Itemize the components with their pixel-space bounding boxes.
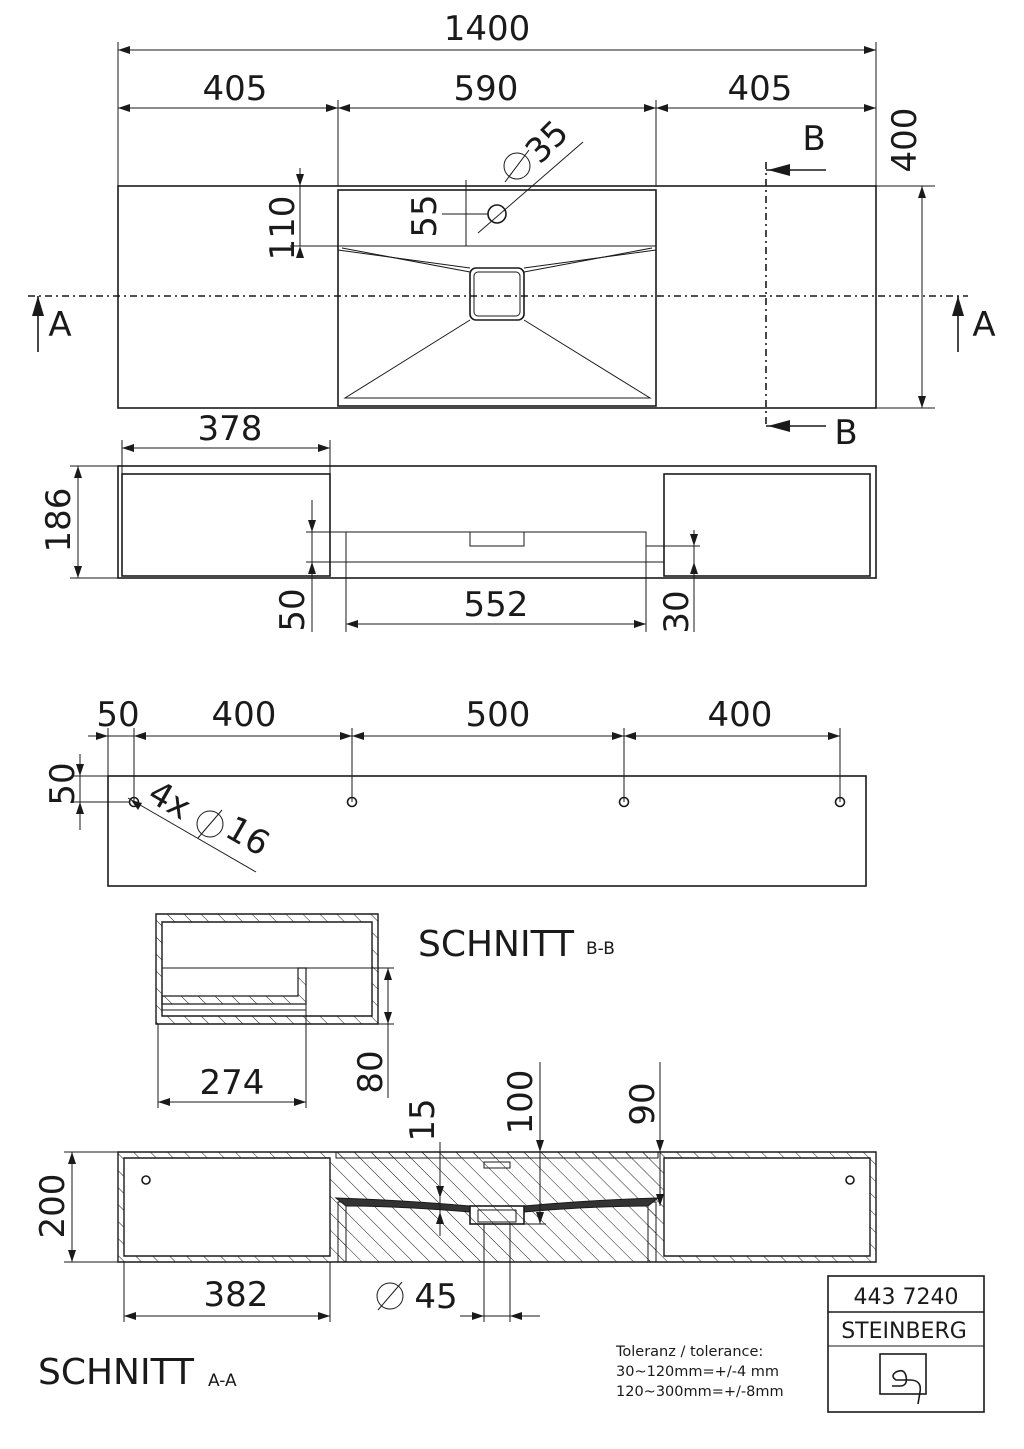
section-aa-title: SCHNITT: [38, 1352, 195, 1393]
title-block: 443 7240 STEINBERG: [827, 1275, 985, 1413]
dim-spacing-1: 400: [212, 695, 277, 735]
dim-aa-height: 200: [33, 1174, 73, 1239]
dim-aa-compartment: 382: [204, 1275, 269, 1315]
section-a-right: A: [972, 305, 995, 345]
dim-left-width: 405: [203, 69, 268, 109]
section-a-left: A: [48, 305, 71, 345]
tolerance-line-2: 120~300mm=+/-8mm: [616, 1384, 784, 1400]
dim-tap-offset: 55: [405, 194, 445, 237]
dim-15: 15: [403, 1098, 443, 1141]
dim-basin-floor: 50: [273, 588, 313, 631]
dim-spacing-3: 400: [708, 695, 773, 735]
brand-logo-icon: [879, 1353, 927, 1405]
section-aa-suffix: A-A: [208, 1371, 237, 1391]
dim-tap-hole: 35: [518, 113, 577, 172]
dim-depth: 400: [885, 108, 925, 173]
dim-90: 90: [623, 1082, 663, 1125]
dim-bb-height: 80: [351, 1050, 391, 1093]
brand-name: STEINBERG: [841, 1319, 967, 1344]
tolerance-heading: Toleranz / tolerance:: [615, 1344, 763, 1360]
section-bb-suffix: B-B: [586, 939, 615, 959]
section-bb: SCHNITT B-B 274 80: [155, 913, 615, 1108]
dim-bb-inner: 274: [200, 1063, 265, 1103]
dim-spacing-2: 500: [466, 695, 531, 735]
section-aa: 200 382 45 15 100 90 SCHNITT A-: [33, 1062, 877, 1393]
dim-edge-x: 50: [96, 695, 139, 735]
mounting-view: 50 400 500 400 50 4x 16: [43, 695, 867, 887]
dim-basin-inner: 552: [464, 585, 529, 625]
dim-front-height: 186: [39, 488, 79, 553]
dim-hole-dia: 16: [219, 808, 276, 864]
tolerance-note: Toleranz / tolerance: 30~120mm=+/-4 mm 1…: [615, 1344, 784, 1400]
dim-100: 100: [501, 1070, 541, 1135]
article-number: 443 7240: [854, 1285, 959, 1310]
front-view: 378 186 50 552 30: [39, 409, 877, 634]
dim-hole-count: 4x: [141, 773, 197, 829]
plan-view: 1400 405 590 405 400 35: [28, 9, 996, 453]
dim-drain-dia: 45: [414, 1277, 457, 1317]
dim-right-step: 30: [657, 590, 697, 633]
dim-drawer-width: 378: [198, 409, 263, 449]
section-b-bottom: B: [834, 413, 857, 453]
dim-total-width: 1400: [444, 9, 531, 49]
section-b-top: B: [802, 119, 825, 159]
dim-right-width: 405: [728, 69, 793, 109]
section-bb-title: SCHNITT: [418, 924, 575, 965]
dim-basin-offset: 110: [263, 196, 303, 261]
dim-basin-width: 590: [454, 69, 519, 109]
tolerance-line-1: 30~120mm=+/-4 mm: [616, 1364, 779, 1380]
dim-edge-y: 50: [43, 762, 83, 805]
